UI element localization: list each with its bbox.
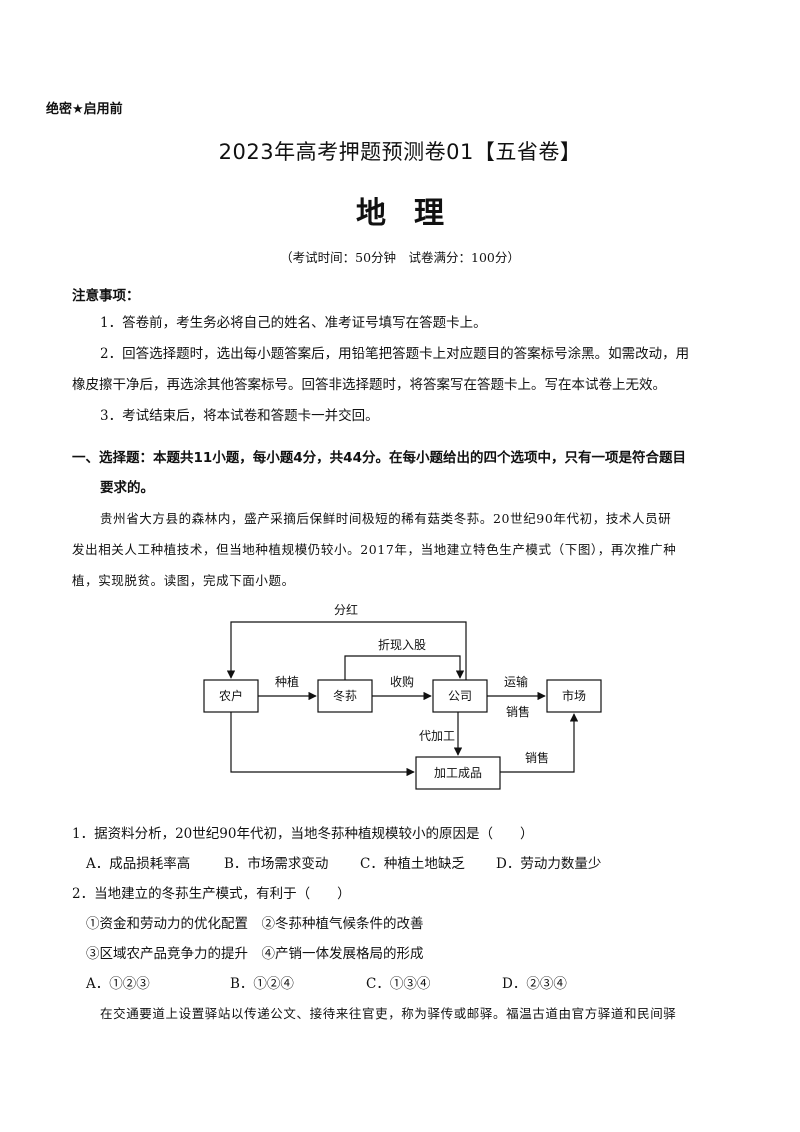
edge-sell-1-label: 销售 xyxy=(506,704,530,719)
passage-1-line-2: 发出相关人工种植技术，但当地种植规模仍较小。2017年，当地建立特色生产模式（下… xyxy=(72,542,677,557)
question-1-option-b: B．市场需求变动 xyxy=(224,856,329,872)
question-2-option-d: D．②③④ xyxy=(502,976,567,992)
edge-dividend-label: 分红 xyxy=(334,602,358,617)
question-2-statements-1-2: ①资金和劳动力的优化配置 ②冬荪种植气候条件的改善 xyxy=(86,916,424,932)
exam-info: （考试时间：50分钟 试卷满分：100分） xyxy=(280,250,520,265)
subject-title: 地理 xyxy=(356,196,472,231)
notice-item-1: 1．答卷前，考生务必将自己的姓名、准考证号填写在答题卡上。 xyxy=(100,315,487,331)
question-1-option-a: A．成品损耗率高 xyxy=(86,856,191,872)
notice-item-2-line-1: 2．回答选择题时，选出每小题答案后，用铅笔把答题卡上对应题目的答案标号涂黑。如需… xyxy=(100,346,690,362)
node-market-label: 市场 xyxy=(562,688,586,703)
edge-plant-label: 种植 xyxy=(275,674,299,689)
edge-transport-label: 运输 xyxy=(504,674,528,689)
edge-dividend xyxy=(226,621,467,680)
section-heading-cont: 要求的。 xyxy=(100,480,154,496)
edge-oem-label: 代加工 xyxy=(419,729,455,743)
notice-item-2-line-2: 橡皮擦干净后，再选涂其他答案标号。回答非选择题时，将答案写在答题卡上。写在本试卷… xyxy=(72,377,666,393)
question-1-stem: 1．据资料分析，20世纪90年代初，当地冬荪种植规模较小的原因是（ ） xyxy=(72,826,534,842)
node-processed-label: 加工成品 xyxy=(434,766,482,780)
edge-purchase-label: 收购 xyxy=(390,674,414,689)
passage-1-line-3: 植，实现脱贫。读图，完成下面小题。 xyxy=(72,573,295,588)
notice-heading: 注意事项： xyxy=(72,288,140,304)
question-2-stem: 2．当地建立的冬荪生产模式，有利于（ ） xyxy=(72,886,351,902)
question-2-option-b: B．①②④ xyxy=(230,976,294,992)
edge-shares xyxy=(344,655,465,680)
confidential-mark: 绝密★启用前 xyxy=(46,102,123,117)
node-farmer-label: 农户 xyxy=(219,688,243,703)
exam-title: 2023年高考押题预测卷01【五省卷】 xyxy=(218,140,582,164)
question-1-option-c: C．种植土地缺乏 xyxy=(360,856,465,872)
question-2-option-a: A．①②③ xyxy=(86,976,150,992)
edge-sell-2-label: 销售 xyxy=(525,750,549,765)
notice-item-3: 3．考试结束后，将本试卷和答题卡一并交回。 xyxy=(100,408,379,424)
node-market-box xyxy=(546,679,602,713)
section-heading: 一、选择题：本题共11小题，每小题4分，共44分。在每小题给出的四个选项中，只有… xyxy=(72,450,686,466)
node-company-label: 公司 xyxy=(448,689,472,703)
question-2-statements-3-4: ③区域农产品竞争力的提升 ④产销一体发展格局的形成 xyxy=(86,946,424,962)
node-dongsun-label: 冬荪 xyxy=(333,688,357,703)
passage-1-line-1: 贵州省大方县的森林内，盛产采摘后保鲜时间极短的稀有菇类冬荪。20世纪90年代初，… xyxy=(100,511,672,526)
edge-sell-2 xyxy=(500,713,579,773)
question-2-option-c: C．①③④ xyxy=(366,976,431,992)
edge-farmer-processed xyxy=(230,712,415,777)
question-1-option-d: D．劳动力数量少 xyxy=(496,856,602,872)
passage-2-line-1: 在交通要道上设置驿站以传递公文、接待来往官吏，称为驿传或邮驿。福温古道由官方驿道… xyxy=(100,1006,677,1021)
node-processed-box xyxy=(415,756,501,790)
edge-shares-label: 折现入股 xyxy=(378,637,426,652)
